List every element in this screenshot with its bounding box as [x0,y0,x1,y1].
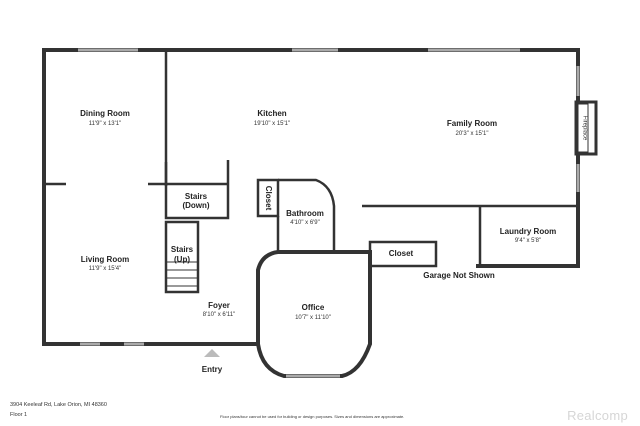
room-stairs-up-line2: (Up) [174,255,190,264]
floor-label: Floor 1 [10,412,28,418]
room-living-dims: 11'9" x 15'4" [89,266,121,272]
brand-logo: Realcomp [567,408,628,423]
room-family-name: Family Room [447,119,497,128]
windows [78,48,580,378]
room-stairs-down-line1: Stairs [185,192,208,201]
room-foyer-dims: 8'10" x 6'11" [203,312,235,318]
room-stairs-down-line2: (Down) [182,201,209,210]
room-dining-name: Dining Room [80,109,130,118]
garage-note: Garage Not Shown [423,271,495,280]
disclaimer-text: Floor plans/tour cannot be used for buil… [220,414,405,419]
room-living-name: Living Room [81,255,129,264]
room-office-name: Office [302,303,325,312]
room-bathroom-dims: 4'10" x 6'9" [290,220,320,226]
room-foyer-name: Foyer [208,301,230,310]
entry-label: Entry [202,365,223,374]
fireplace-label: Fireplace [581,116,587,141]
walls [42,48,580,378]
room-family-dims: 20'3" x 15'1" [456,131,489,137]
room-stairs-up-line1: Stairs [171,245,194,254]
room-closet-hall: Closet [389,249,414,258]
room-office-dims: 10'7" x 11'10" [295,315,331,321]
address-text: 3904 Keeleaf Rd, Lake Orion, MI 48360 [10,402,107,408]
entry-arrow-icon [204,349,220,357]
room-bathroom-name: Bathroom [286,209,324,218]
room-kitchen-name: Kitchen [257,109,286,118]
room-closet-small: Closet [264,186,273,211]
room-dining-dims: 11'9" x 13'1" [89,121,121,127]
room-laundry-name: Laundry Room [500,227,556,236]
room-kitchen-dims: 19'10" x 15'1" [254,121,290,127]
fireplace: Fireplace [574,100,598,156]
room-laundry-dims: 9'4" x 5'8" [515,238,541,244]
